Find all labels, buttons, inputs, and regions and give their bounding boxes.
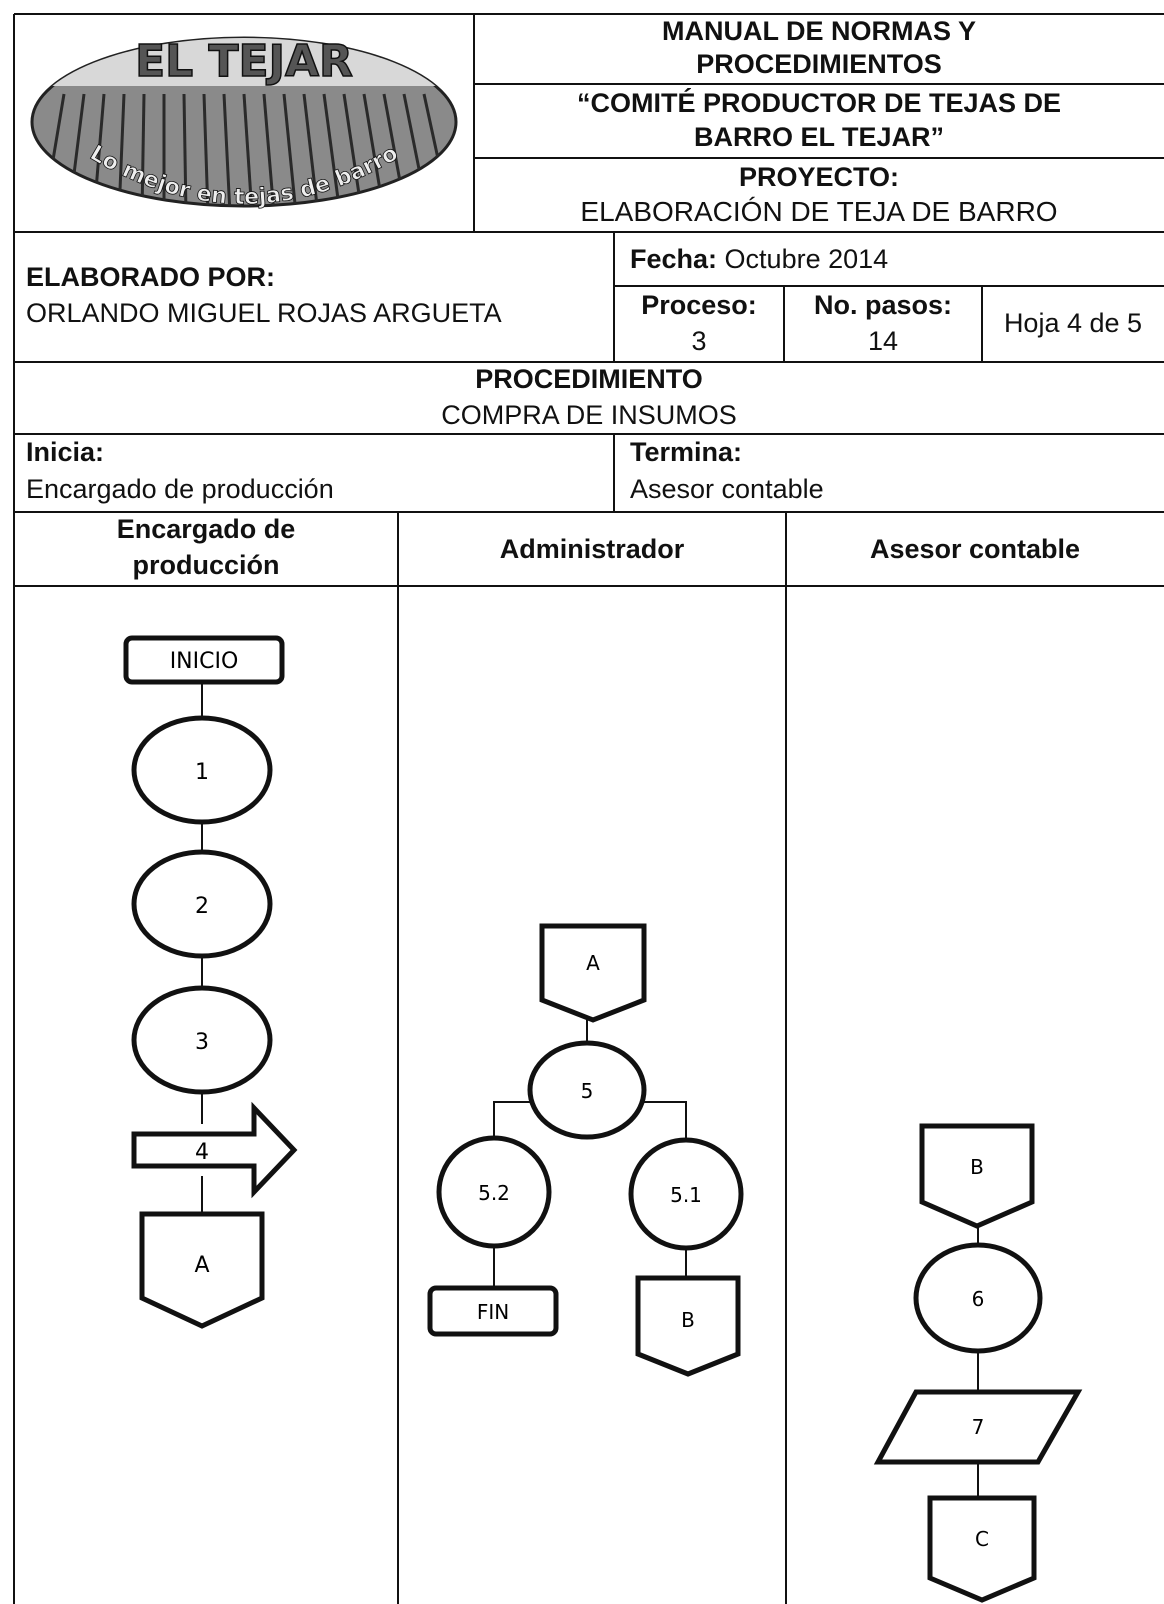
lane-header-production-line2: producción — [132, 550, 280, 580]
step-4-label: 4 — [195, 1140, 209, 1165]
lane-header-accountant: Asesor contable — [869, 534, 1081, 564]
date-field: Fecha: Octubre 2014 — [630, 244, 888, 275]
process-value: 3 — [691, 326, 707, 356]
step-7-label: 7 — [972, 1415, 985, 1439]
step-5-2-node — [436, 1135, 552, 1249]
step-7-data-node — [873, 1389, 1083, 1465]
date-label: Fecha: — [630, 244, 718, 274]
step-2-node — [131, 849, 273, 959]
offpage-connector-c-out — [927, 1495, 1037, 1603]
step-5-1-node — [628, 1137, 744, 1251]
process-label: Proceso: — [641, 290, 757, 320]
project-value: ELABORACIÓN DE TEJA DE BARRO — [580, 196, 1058, 227]
procedure-label: PROCEDIMIENTO — [475, 364, 703, 394]
step-6-node — [913, 1242, 1043, 1354]
start-label: INICIO — [170, 649, 239, 674]
sheet-number: Hoja 4 de 5 — [1003, 308, 1143, 338]
end-label: FIN — [477, 1300, 509, 1324]
end-terminal — [427, 1285, 559, 1337]
ends-label: Termina: — [630, 437, 743, 467]
procedure-name: COMPRA DE INSUMOS — [441, 400, 737, 430]
offpage-connector-a-out — [139, 1211, 265, 1329]
lane-header-production-line1: Encargado de — [116, 514, 296, 544]
step-2-label: 2 — [195, 894, 209, 919]
committee-line2: BARRO EL TEJAR” — [693, 122, 945, 152]
logo-brand: EL TEJAR — [135, 36, 353, 87]
step-5-node — [527, 1040, 647, 1140]
el-tejar-logo: EL TEJAR Lo mejor en tejas de barro — [30, 35, 458, 211]
steps-label: No. pasos: — [813, 290, 953, 320]
date-value: Octubre 2014 — [724, 244, 889, 274]
project-label: PROYECTO: — [738, 162, 900, 192]
step-4-transfer-arrow — [131, 1101, 298, 1199]
ends-value: Asesor contable — [630, 474, 824, 504]
offpage-connector-b-out — [635, 1275, 741, 1377]
step-3-label: 3 — [195, 1030, 209, 1055]
step-5-2-label: 5.2 — [478, 1181, 510, 1205]
offpage-connector-a-in — [539, 923, 647, 1023]
manual-title-line2: PROCEDIMIENTOS — [696, 49, 942, 79]
start-terminal — [123, 635, 285, 685]
lane-header-administrator: Administrador — [499, 534, 685, 564]
prepared-by-value: ORLANDO MIGUEL ROJAS ARGUETA — [26, 298, 502, 328]
prepared-by-label: ELABORADO POR: — [26, 262, 275, 292]
step-3-node — [131, 985, 273, 1095]
committee-line1: “COMITÉ PRODUCTOR DE TEJAS DE — [576, 88, 1062, 118]
starts-label: Inicia: — [26, 437, 105, 467]
connector-b-in-label: B — [970, 1155, 984, 1179]
connector-b-out-label: B — [681, 1308, 695, 1332]
step-6-label: 6 — [972, 1287, 985, 1311]
steps-value: 14 — [867, 326, 899, 356]
manual-title-line1: MANUAL DE NORMAS Y — [661, 16, 977, 46]
step-5-label: 5 — [581, 1079, 594, 1103]
step-1-label: 1 — [195, 760, 209, 785]
connector-c-label: C — [975, 1527, 989, 1551]
connector-a-in-label: A — [586, 951, 600, 975]
starts-value: Encargado de producción — [26, 474, 334, 504]
step-1-node — [131, 715, 273, 825]
step-5-1-label: 5.1 — [670, 1183, 702, 1207]
offpage-connector-b-in — [919, 1123, 1035, 1229]
connector-a-out-label: A — [194, 1253, 209, 1278]
